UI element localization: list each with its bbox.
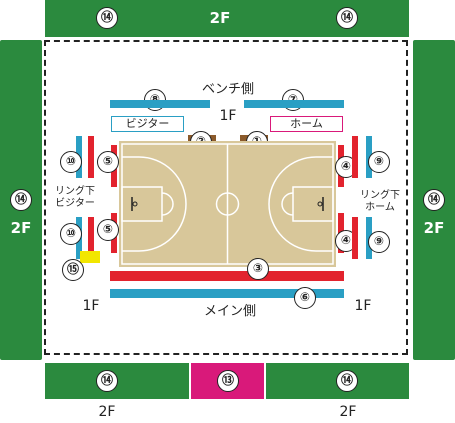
area-14-number-right: ⑭: [423, 189, 445, 211]
seat-7-block: [244, 100, 344, 108]
ring-home-line2: ホーム: [365, 202, 395, 213]
seat-10-number-upper: ⑩: [60, 151, 82, 173]
seat-15-number: ⑮: [62, 259, 84, 281]
seat-15-block: [80, 251, 100, 263]
floor-1f-right-label: 1F: [354, 298, 372, 314]
visitor-label: ビジター: [125, 117, 170, 130]
home-label-box: [270, 116, 343, 132]
ring-visitor-line1: リング下: [55, 186, 95, 197]
seat-5-number-upper: ⑤: [97, 151, 119, 173]
area-14-number-left: ⑭: [10, 189, 32, 211]
right-2f-label: 2F: [423, 219, 445, 237]
area-14-number-bottom-right: ⑭: [336, 370, 358, 392]
bottom-right-2f-label: 2F: [339, 404, 357, 420]
seat-6-block: [110, 289, 344, 298]
main-side-label: メイン側: [203, 304, 256, 319]
seat-6-number: ⑥: [294, 287, 316, 309]
seat-10-upper-red: [88, 136, 94, 178]
floor-1f-top-label: 1F: [219, 108, 237, 124]
area-13-number: ⑬: [217, 370, 239, 392]
seat-9-number-upper: ⑨: [368, 151, 390, 173]
floor-1f-left-label: 1F: [82, 298, 100, 314]
area-14-number-top-right: ⑭: [336, 7, 358, 29]
seat-9-number-lower: ⑨: [368, 231, 390, 253]
seat-3-block: [110, 271, 344, 281]
seat-4-number-lower: ④: [335, 230, 357, 252]
seat-5-number-lower: ⑤: [97, 219, 119, 241]
top-2f-label: 2F: [209, 9, 231, 27]
seat-3-number: ③: [247, 258, 269, 280]
ring-home-line1: リング下: [360, 190, 400, 201]
floor-1f-boundary: [44, 40, 408, 355]
seat-9-lower-red: [352, 217, 358, 259]
left-2f-label: 2F: [10, 219, 32, 237]
area-14-number-top-left: ⑭: [96, 7, 118, 29]
seat-10-lower-red: [88, 217, 94, 259]
seat-8-block: [110, 100, 210, 108]
area-14-number-bottom-left: ⑭: [96, 370, 118, 392]
basketball-court: [119, 141, 336, 267]
ring-visitor-line2: ビジター: [55, 198, 95, 209]
home-label: ホーム: [290, 117, 323, 130]
bottom-left-2f-label: 2F: [98, 404, 116, 420]
seat-10-number-lower: ⑩: [60, 223, 82, 245]
visitor-label-box: [111, 116, 184, 132]
seat-9-upper-red: [352, 136, 358, 178]
bench-side-label: ベンチ側: [201, 82, 254, 97]
